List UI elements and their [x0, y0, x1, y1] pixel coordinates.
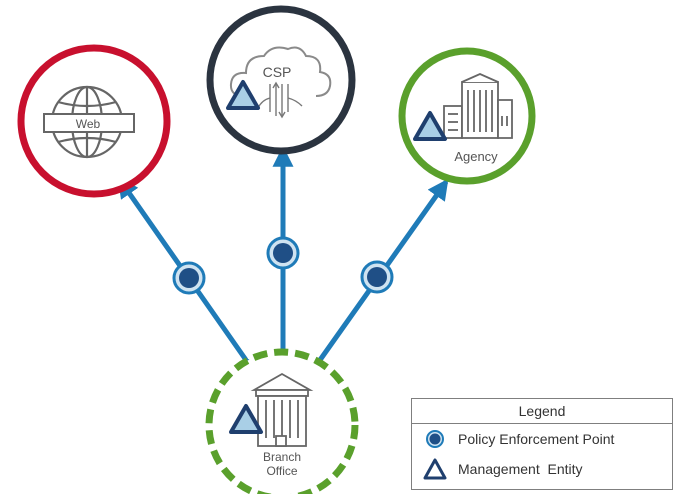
office-building-icon	[443, 73, 513, 139]
branch-office-node: Branch Office	[205, 348, 359, 494]
management-entity-triangle	[229, 404, 263, 434]
web-label: Web	[76, 117, 101, 131]
csp-ring	[206, 5, 356, 155]
courthouse-building-icon	[250, 372, 314, 447]
legend-item-policy-enforcement-point: Policy Enforcement Point	[412, 426, 614, 452]
branch-label-line2: Office	[266, 464, 297, 478]
management-entity-triangle	[226, 80, 260, 110]
csp-node: CSP	[206, 5, 356, 155]
policy-enforcement-point-icon	[412, 429, 458, 449]
management-entity-icon	[412, 458, 458, 480]
cloud-icon	[229, 46, 332, 97]
pep-agency-link	[360, 260, 394, 294]
legend-item-management-entity: Management Entity	[412, 456, 583, 482]
pep-web-link	[172, 261, 206, 295]
csp-label: CSP	[263, 64, 292, 80]
legend-title: Legend	[412, 399, 672, 424]
web-banner	[43, 113, 135, 133]
pep-csp-link	[266, 236, 300, 270]
management-entity-triangle	[413, 111, 447, 141]
legend-label-management: Management Entity	[458, 461, 583, 477]
policy-enforcement-points	[172, 236, 394, 295]
data-flow-arrows-icon	[257, 81, 303, 119]
agency-label: Agency	[454, 149, 498, 164]
agency-node: Agency	[398, 47, 536, 185]
branch-label-line1: Branch	[263, 450, 301, 464]
legend-label-pep: Policy Enforcement Point	[458, 431, 615, 447]
web-node: Web	[17, 44, 171, 198]
legend: Legend Policy Enforcement Point Manageme…	[411, 398, 673, 490]
